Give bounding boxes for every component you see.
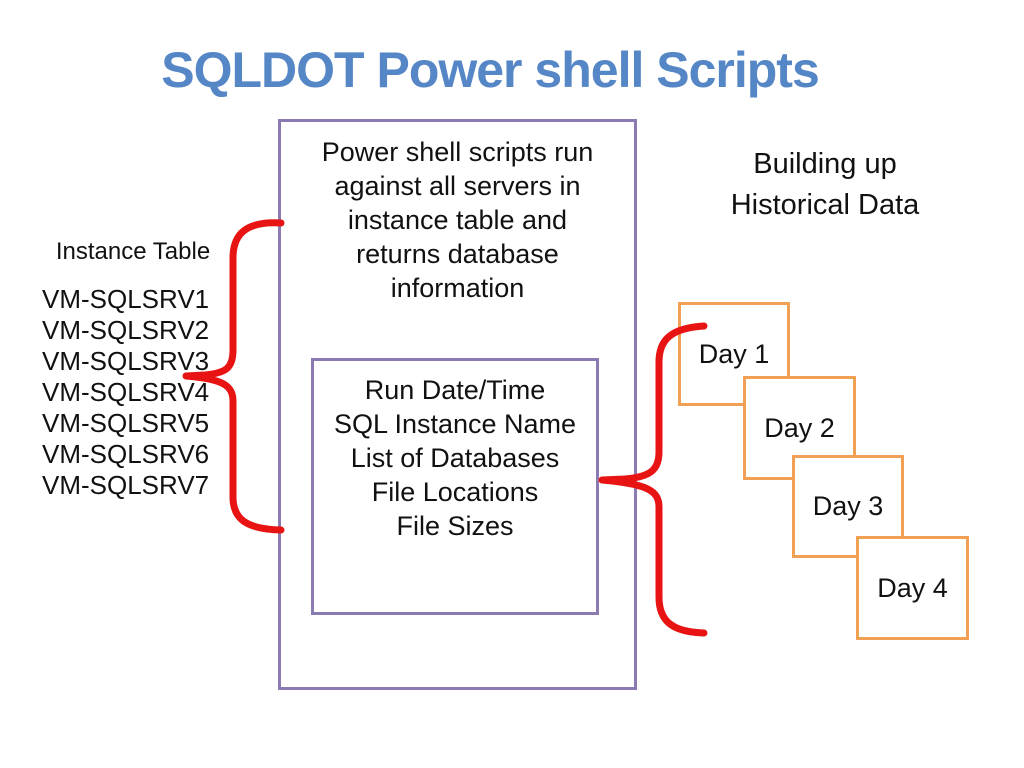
server-list-item: VM-SQLSRV6 bbox=[42, 439, 210, 469]
description-line: instance table and bbox=[347, 205, 568, 235]
powershell-scripts-description: Power shell scripts run against all serv… bbox=[281, 135, 634, 305]
day-label: Day 1 bbox=[698, 338, 770, 369]
server-list-item: VM-SQLSRV4 bbox=[42, 377, 210, 407]
returned-data-item: File Locations bbox=[371, 477, 539, 507]
heading-line: Historical Data bbox=[730, 189, 920, 221]
returned-data-item: Run Date/Time bbox=[364, 375, 546, 405]
instance-table-server-list: VM-SQLSRV1 VM-SQLSRV2 VM-SQLSRV3 VM-SQLS… bbox=[42, 284, 252, 501]
heading-line: Building up bbox=[753, 148, 897, 180]
day-label: Day 3 bbox=[812, 491, 884, 521]
description-line: information bbox=[390, 273, 525, 303]
returned-data-list: Run Date/Time SQL Instance Name List of … bbox=[314, 373, 596, 543]
server-list-item: VM-SQLSRV1 bbox=[42, 284, 210, 314]
server-list-item: VM-SQLSRV2 bbox=[42, 315, 210, 345]
day-label: Day 4 bbox=[877, 572, 948, 603]
returned-data-item: SQL Instance Name bbox=[333, 409, 577, 439]
slide-title: SQLDOT Power shell Scripts bbox=[161, 42, 820, 98]
server-list-item: VM-SQLSRV3 bbox=[42, 346, 210, 376]
instance-table-label: Instance Table bbox=[55, 238, 211, 265]
server-list-item: VM-SQLSRV7 bbox=[42, 470, 210, 500]
description-line: Power shell scripts run bbox=[321, 137, 594, 167]
returned-data-item: List of Databases bbox=[350, 443, 560, 473]
description-line: against all servers in bbox=[334, 171, 581, 201]
historical-data-heading: Building up Historical Data bbox=[700, 144, 950, 226]
server-list-item: VM-SQLSRV5 bbox=[42, 408, 210, 438]
day-label: Day 2 bbox=[764, 412, 835, 443]
returned-data-box: Run Date/Time SQL Instance Name List of … bbox=[311, 358, 599, 615]
returned-data-item: File Sizes bbox=[396, 511, 514, 541]
day-4-box: Day 4 bbox=[856, 536, 969, 640]
description-line: returns database bbox=[356, 239, 559, 269]
